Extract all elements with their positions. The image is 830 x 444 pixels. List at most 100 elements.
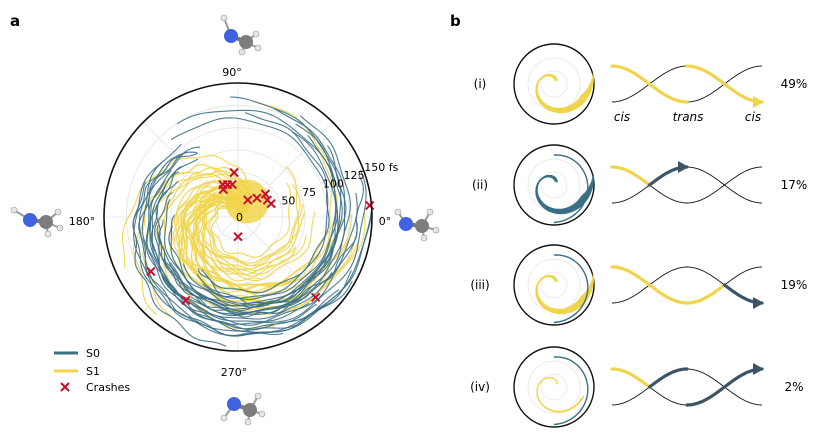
potential-curve (611, 368, 763, 406)
s1-trajectory (189, 197, 319, 295)
case-row: (iii) 19% (470, 244, 808, 326)
legend-crash-marker (60, 382, 70, 392)
mini-trajectory (553, 254, 589, 324)
s0-trajectory (146, 180, 318, 330)
pathway-arrowhead (753, 297, 764, 309)
angle-label-90: 90° (222, 66, 242, 79)
crash-marker (266, 198, 276, 209)
molecule-icon-right (394, 208, 440, 242)
s0-trajectory (154, 191, 353, 332)
crash-marker (218, 184, 229, 195)
case-percent: 2% (784, 380, 803, 394)
s0-trajectory (170, 192, 358, 313)
case-row: (ii) 17% (472, 144, 808, 226)
case-percent: 49% (781, 77, 808, 91)
s0-trajectory (156, 224, 312, 316)
case-percent: 19% (781, 278, 808, 292)
pathway-segment (610, 64, 689, 104)
crash-markers (146, 167, 375, 306)
mini-trajectory (536, 377, 585, 413)
s1-trajectory (208, 183, 301, 264)
cis-left-label: cis (614, 110, 630, 124)
radial-tick-label: 125 (344, 169, 365, 182)
legend-s1-label: S1 (86, 365, 100, 378)
mini-trajectory (535, 72, 595, 114)
crash-marker (229, 167, 239, 178)
crash-marker (252, 193, 262, 203)
case-percent: 17% (781, 178, 808, 192)
panel-b-label: b (450, 12, 461, 30)
potential-curve (611, 266, 763, 304)
case-row: (iv) 2% (470, 346, 804, 428)
s0-trajectory (132, 181, 352, 337)
panel-b: b (i)49%(ii)17%(iii)19%(iv)2% cis trans … (450, 12, 808, 428)
pathway-arrowhead (753, 363, 764, 375)
s0-trajectory (170, 117, 329, 299)
angle-label-270: 270° (221, 366, 248, 379)
crash-marker (243, 195, 253, 205)
legend-crash-label: Crashes (86, 381, 130, 394)
s0-trajectory (190, 108, 346, 315)
radial-tick-label: 150 fs (364, 161, 398, 174)
cis-right-label: cis (745, 110, 761, 124)
s0-trajectory (182, 96, 342, 304)
radial-tick-label: 100 (323, 178, 344, 191)
legend-s0-label: S0 (86, 347, 100, 360)
potential-curve (611, 65, 763, 103)
mini-trajectory (553, 356, 589, 426)
radial-tick-label: 0 (236, 211, 243, 224)
pathway-segment (610, 265, 727, 305)
potential-curve (611, 166, 763, 204)
crash-marker (260, 189, 271, 199)
pathway-segment (647, 367, 689, 389)
case-label: (i) (474, 77, 487, 91)
s0-trajectory (151, 158, 310, 322)
angle-label-0: 0° (379, 215, 392, 228)
pathway-arrowhead (678, 161, 689, 173)
s1-trajectory (210, 182, 292, 258)
panel-a-label: a (10, 12, 20, 30)
crash-marker (227, 179, 237, 190)
angle-label-180: 180° (69, 215, 96, 228)
crash-marker (233, 231, 243, 242)
pathway-arrowhead (753, 96, 764, 108)
potential-curve (611, 368, 763, 406)
crash-marker (146, 266, 156, 277)
legend: S0 S1 Crashes (54, 347, 130, 394)
s0-trajectories (132, 96, 373, 347)
s1-trajectory (187, 192, 298, 291)
s0-trajectory (132, 152, 227, 347)
molecule-icon-top (220, 14, 262, 56)
mini-trajectory (553, 154, 589, 224)
pathway-segment (685, 64, 764, 104)
molecule-icon-bottom (220, 392, 266, 426)
potential-curve (611, 65, 763, 103)
pathway-segment (610, 367, 652, 389)
s0-trajectory (196, 134, 338, 301)
case-label: (iv) (470, 380, 490, 394)
s1-trajectory (192, 101, 338, 287)
case-label: (iii) (470, 278, 489, 292)
panel-b-rows: (i) 49% (ii) 17% (iii) 19% (iv) 2% (470, 43, 808, 428)
potential-curve (611, 266, 763, 304)
case-label: (ii) (472, 178, 488, 192)
polar-border (103, 82, 373, 352)
trans-label: trans (673, 110, 704, 124)
s0-trajectory (197, 174, 364, 307)
s1-trajectory (180, 195, 366, 312)
mini-polar (513, 346, 595, 428)
pathway-segment (685, 367, 764, 407)
molecule-icon-left (10, 206, 64, 238)
pathway-segment (610, 165, 652, 187)
potential-curve (611, 166, 763, 204)
crash-marker (181, 295, 191, 306)
s0-trajectory (201, 112, 330, 294)
crash-marker (310, 292, 321, 303)
s0-trajectory (138, 151, 284, 337)
s0-trajectory (168, 145, 347, 307)
case-row: (i) 49% (474, 43, 808, 125)
